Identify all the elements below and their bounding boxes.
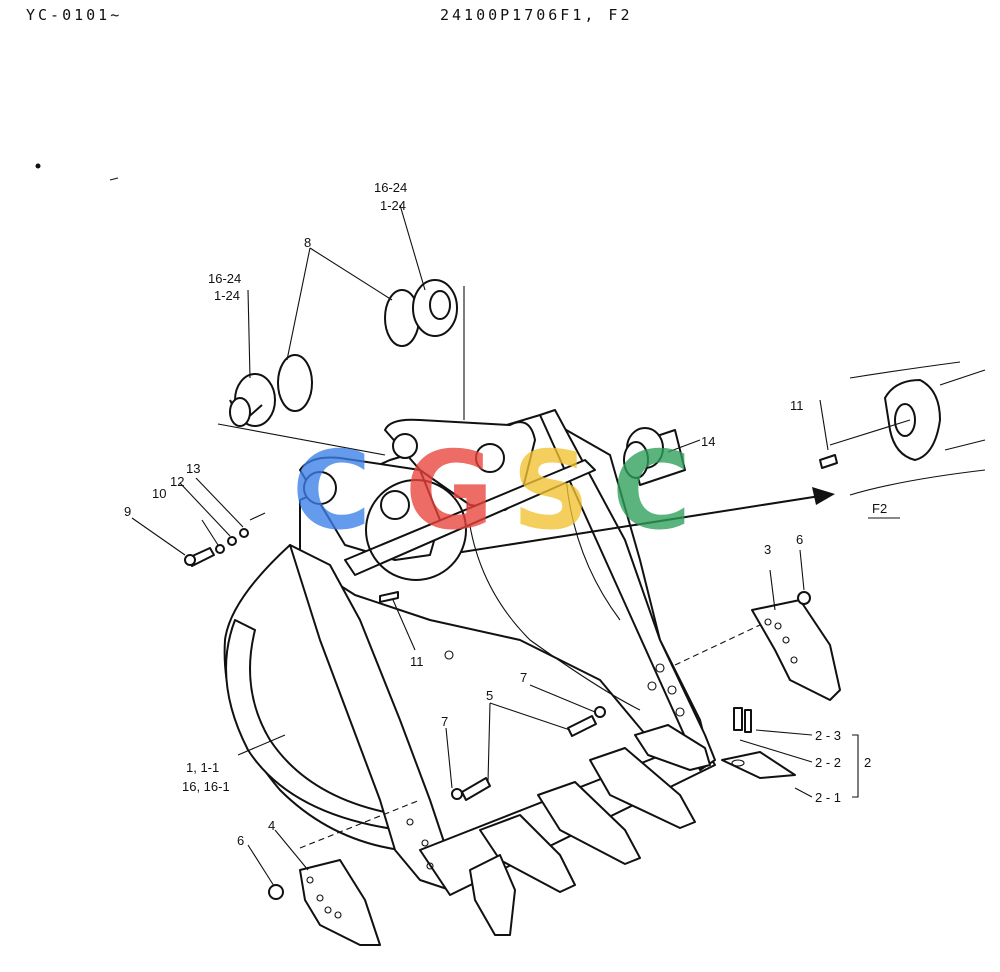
pin-left [229,373,276,427]
callout-12: 12 [170,474,184,489]
callout-14: 14 [701,434,715,449]
callout-7-left: 7 [441,714,448,729]
callout-8: 8 [304,235,311,250]
callout-2-1: 2 - 1 [815,790,841,805]
side-cutter-right [751,591,841,701]
washer-10 [215,544,225,554]
callout-2: 2 [864,755,871,770]
part-number: 24100P1706F1, F2 [440,6,633,24]
tooth-adapter-parts [721,707,796,779]
callout-2-3: 2 - 3 [815,728,841,743]
watermark-letter-s: S [512,429,590,554]
callout-labels: 16-24 1-24 16-24 1-24 8 14 11 11 13 12 1… [124,180,900,848]
detail-arrow [461,495,821,553]
callout-4: 4 [268,818,275,833]
pin-11 [379,591,399,603]
pin-14 [623,427,686,486]
callout-11-main: 11 [410,654,424,669]
callout-1-24-top: 1-24 [380,198,406,213]
washer-13 [239,528,249,538]
callout-11-detail: 11 [790,398,804,413]
o-ring-left [277,354,313,412]
callout-10: 10 [152,486,166,501]
arrow-head [812,487,835,505]
callout-16-16-1: 16, 16-1 [182,779,230,794]
watermark-logo: C G S C [292,429,691,554]
leader-lines [131,204,859,887]
callout-7-right: 7 [520,670,527,685]
watermark-letter-g: G [405,429,494,554]
pin-top [412,279,458,337]
callout-3: 3 [764,542,771,557]
callout-6-right: 6 [796,532,803,547]
bolt-9 [184,547,215,567]
detail-circle [365,479,467,581]
drawing-code: YC-0101~ [26,6,123,24]
callout-f2: F2 [872,501,887,516]
callout-5: 5 [486,688,493,703]
watermark-letter-c1: C [292,429,371,554]
callout-9: 9 [124,504,131,519]
bucket-teeth [469,724,711,936]
callout-16-24-left: 16-24 [208,271,241,286]
callout-16-24-top: 16-24 [374,180,407,195]
callout-2-2: 2 - 2 [815,755,841,770]
callout-6-left: 6 [237,833,244,848]
callout-1-1-1: 1, 1-1 [186,760,219,775]
watermark-letter-c2: C [612,429,691,554]
callout-13: 13 [186,461,200,476]
bolt-5-upper [567,706,606,737]
callout-1-24-left: 1-24 [214,288,240,303]
bolt-5-lower [451,777,491,801]
side-cutter-left [268,859,381,946]
detail-f2 [819,361,986,496]
washer-12 [227,536,237,546]
